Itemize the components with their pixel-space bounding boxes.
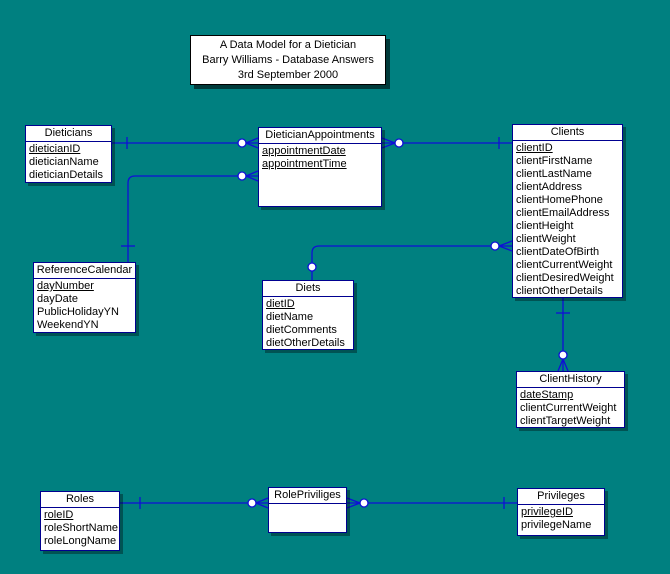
- entity-title: RolePriviliges: [269, 488, 346, 504]
- crows-foot-prong: [346, 497, 361, 504]
- relationship-privileges-rolepriviliges[interactable]: [346, 497, 517, 509]
- attribute: dieticianName: [29, 156, 99, 168]
- attribute: clientCurrentWeight: [520, 402, 617, 414]
- attribute-primary-key: clientID: [516, 142, 553, 154]
- attribute: clientWeight: [516, 233, 576, 245]
- attribute: roleLongName: [44, 535, 117, 547]
- title-line-3: 3rd September 2000: [237, 69, 339, 81]
- optionality-circle: [558, 350, 568, 360]
- crows-foot-prong: [381, 142, 396, 149]
- attribute-primary-key: appointmentTime: [262, 158, 347, 170]
- crows-foot-prong: [255, 502, 269, 509]
- crows-foot-prong: [255, 497, 269, 504]
- attribute: dieticianDetails: [29, 169, 103, 181]
- relationship-dieticians-dieticianappointments[interactable]: [112, 137, 259, 149]
- attribute-primary-key: dateStamp: [520, 389, 574, 401]
- crows-foot-prong: [245, 142, 259, 149]
- entity-title: Privileges: [518, 489, 604, 505]
- optionality-circle: [359, 498, 369, 508]
- title-line-2: Barry Williams - Database Answers: [202, 54, 374, 66]
- crows-foot-prong: [245, 175, 259, 182]
- attribute-primary-key: dayNumber: [37, 280, 94, 292]
- crows-foot-prong: [245, 170, 259, 177]
- attribute: clientHeight: [516, 220, 574, 232]
- optionality-circle: [307, 262, 317, 272]
- attribute-primary-key: dieticianID: [29, 143, 81, 155]
- crows-foot-prong: [245, 137, 259, 144]
- attribute: clientHomePhone: [516, 194, 603, 206]
- entity-attribute-list: [269, 504, 346, 505]
- relationship-line[interactable]: [311, 245, 512, 280]
- attribute: clientEmailAddress: [516, 207, 610, 219]
- relationship-referencecalendar-dieticianappointments[interactable]: [121, 170, 259, 262]
- diagram-title-box: A Data Model for a Dietician Barry Willi…: [190, 35, 386, 85]
- attribute: clientCurrentWeight: [516, 259, 613, 271]
- relationship-diets-clients[interactable]: [307, 240, 513, 280]
- entity-title: Clients: [513, 125, 622, 141]
- entity-title: ClientHistory: [517, 372, 624, 388]
- attribute: clientFirstName: [516, 155, 593, 167]
- attribute: WeekendYN: [37, 319, 99, 331]
- attribute: clientDateOfBirth: [516, 246, 600, 258]
- optionality-circle: [490, 241, 500, 251]
- attribute: clientTargetWeight: [520, 415, 611, 427]
- crows-foot-prong: [498, 240, 513, 247]
- entity-rolepriviliges[interactable]: RolePriviliges: [268, 487, 347, 533]
- entity-title: Diets: [263, 281, 353, 297]
- crows-foot-prong: [562, 358, 569, 372]
- optionality-circle: [237, 138, 247, 148]
- crows-foot-prong: [346, 502, 361, 509]
- entity-title: Dieticians: [26, 126, 111, 142]
- relationship-line[interactable]: [127, 175, 258, 262]
- crows-foot-prong: [557, 358, 564, 372]
- optionality-circle: [237, 171, 247, 181]
- attribute: PublicHolidayYN: [37, 306, 119, 318]
- attribute: dietName: [266, 311, 314, 323]
- attribute: roleShortName: [44, 522, 118, 534]
- attribute-primary-key: appointmentDate: [262, 145, 346, 157]
- attribute-primary-key: privilegeID: [521, 506, 573, 518]
- attribute: clientLastName: [516, 168, 592, 180]
- attribute-primary-key: dietID: [266, 298, 295, 310]
- entity-title: ReferenceCalendar: [34, 263, 135, 279]
- optionality-circle: [394, 138, 404, 148]
- entity-title: DieticianAppointments: [259, 128, 381, 144]
- attribute: privilegeName: [521, 519, 592, 531]
- crows-foot-prong: [498, 245, 513, 252]
- optionality-circle: [247, 498, 257, 508]
- attribute: clientDesiredWeight: [516, 272, 614, 284]
- attribute: clientAddress: [516, 181, 583, 193]
- attribute: dayDate: [37, 293, 78, 305]
- attribute: dietOtherDetails: [266, 337, 345, 349]
- relationship-roles-rolepriviliges[interactable]: [120, 497, 269, 509]
- crows-foot-prong: [381, 137, 396, 144]
- attribute-primary-key: roleID: [44, 509, 74, 521]
- title-line-1: A Data Model for a Dietician: [219, 39, 357, 51]
- relationship-clients-dieticianappointments[interactable]: [381, 137, 512, 149]
- attribute: dietComments: [266, 324, 337, 336]
- attribute: clientOtherDetails: [516, 285, 603, 297]
- entity-title: Roles: [41, 492, 119, 508]
- relationship-clients-clienthistory[interactable]: [556, 298, 570, 372]
